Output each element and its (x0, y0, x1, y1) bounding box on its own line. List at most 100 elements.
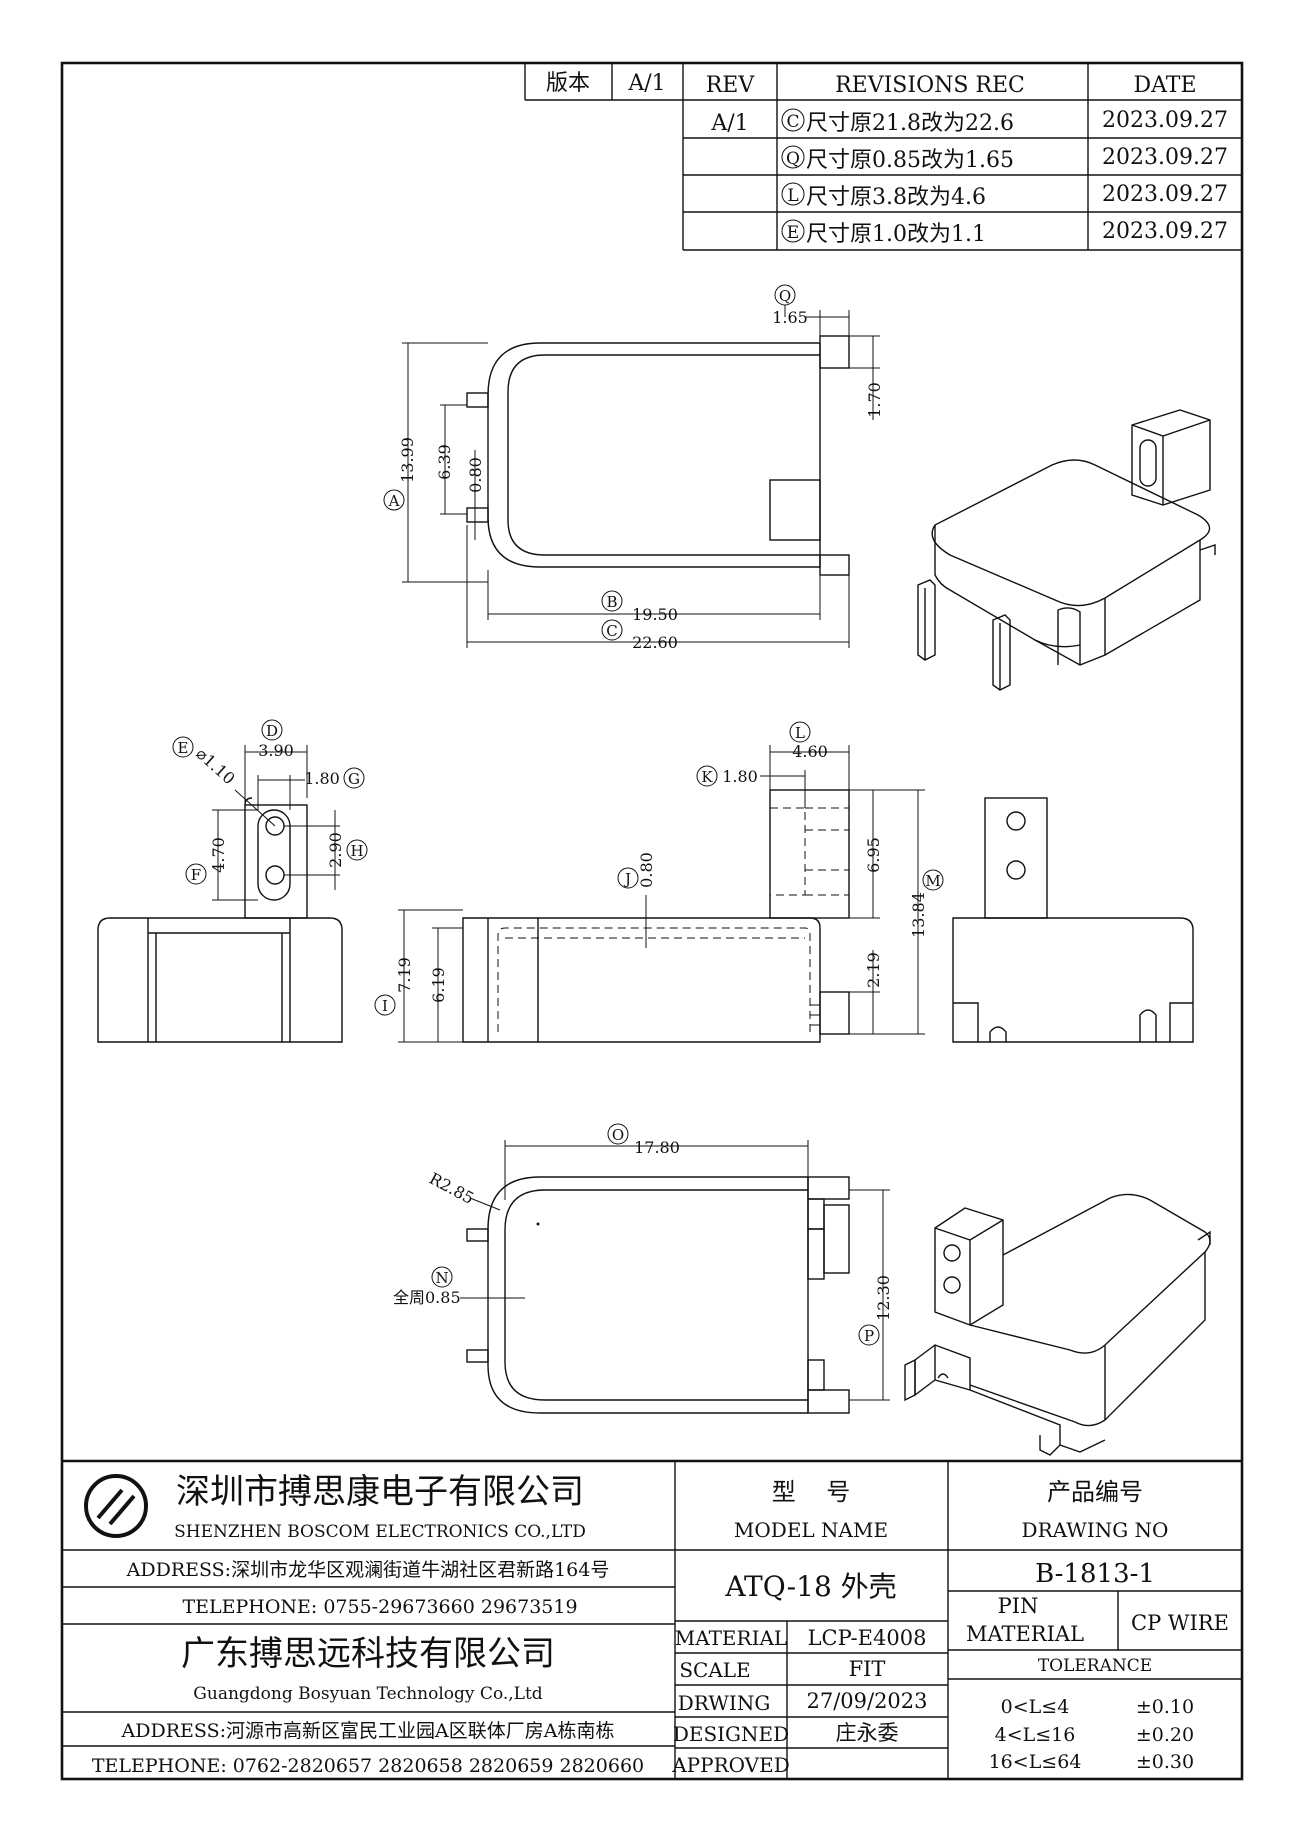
drawing-label-en: DRAWING NO (1022, 1518, 1169, 1542)
revision-date: 2023.09.27 (1102, 108, 1228, 133)
side-view-left: D 3.90 1.80 G E ⌀1.10 4.70 F 2.90 H (97, 719, 368, 1043)
revision-date: 2023.09.27 (1102, 219, 1228, 244)
dim-g-value: 1.80 (304, 769, 340, 788)
revision-row: Q 尺寸原0.85改为1.65 2023.09.27 (781, 145, 1228, 173)
dim-l-value: 4.60 (792, 742, 828, 761)
dim-c-mark: C (606, 622, 617, 640)
telephone-2: TELEPHONE: 0762-2820657 2820658 2820659 … (92, 1755, 644, 1777)
dim-695: 6.95 (864, 837, 883, 873)
dim-p-value: 12.30 (874, 1275, 893, 1321)
address-1: ADDRESS:深圳市龙华区观澜街道牛湖社区君新路164号 (126, 1559, 610, 1581)
dim-m-mark: M (925, 872, 940, 890)
dim-h-mark: H (350, 842, 363, 860)
dim-219: 2.19 (864, 952, 883, 988)
title-block: 深圳市搏思康电子有限公司 SHENZHEN BOSCOM ELECTRONICS… (62, 1459, 1242, 1779)
dim-p-mark: P (864, 1327, 874, 1345)
revision-row: E 尺寸原1.0改为1.1 2023.09.27 (781, 219, 1228, 247)
designed-value: 庄永委 (836, 1721, 899, 1745)
tolerance-range: 0<L≤4 (1001, 1696, 1070, 1718)
revision-text: 尺寸原1.0改为1.1 (806, 222, 986, 247)
tolerance-label: TOLERANCE (1038, 1656, 1152, 1676)
side-view-right (952, 797, 1194, 1043)
dim-f-value: 4.70 (209, 837, 228, 873)
pin-value: CP WIRE (1131, 1611, 1229, 1635)
dim-c-value: 22.60 (632, 633, 678, 652)
revision-table: 版本 A/1 REV REVISIONS REC DATE A/1 C 尺寸原2… (524, 63, 1242, 251)
isometric-view-top (917, 409, 1216, 691)
tolerance-value: ±0.30 (1136, 1751, 1194, 1773)
model-value: ATQ-18 外壳 (724, 1570, 896, 1603)
scale-label: SCALE (679, 1658, 750, 1682)
approved-label: APPROVED (671, 1753, 790, 1777)
model-label-cn: 型 号 (772, 1478, 851, 1506)
revision-text: 尺寸原3.8改为4.6 (806, 185, 986, 210)
dim-a-mark: A (388, 492, 400, 510)
dim-h-value: 2.90 (326, 832, 345, 868)
dim-q-mark: Q (779, 287, 791, 305)
material-label: MATERIAL (675, 1626, 787, 1650)
revision-mark: E (787, 223, 799, 243)
dim-o-mark: O (612, 1126, 624, 1144)
dim-170: 1.70 (865, 382, 884, 418)
top-view: Q 1.65 1.70 13.99 A 6.39 0.80 B 19.50 (383, 284, 884, 652)
bottom-view: O 17.80 R2.85 N 全周0.85 12.30 P (393, 1123, 893, 1414)
dim-g-mark: G (348, 770, 360, 788)
tolerance-value: ±0.20 (1136, 1724, 1194, 1746)
dim-k-mark: K (701, 768, 713, 786)
dim-619: 6.19 (429, 967, 448, 1003)
company2-name-en: Guangdong Bosyuan Technology Co.,Ltd (193, 1684, 543, 1704)
revision-row: C 尺寸原21.8改为22.6 2023.09.27 (781, 108, 1228, 136)
rev-header: REV (706, 73, 756, 98)
dim-o-value: 17.80 (634, 1138, 680, 1157)
rev-value: A/1 (710, 111, 748, 136)
dim-b-mark: B (606, 593, 617, 611)
dim-d-mark: D (266, 722, 278, 740)
dim-r-value: R2.85 (426, 1169, 477, 1208)
dim-n-mark: N (435, 1269, 448, 1287)
rec-header: REVISIONS REC (835, 73, 1025, 98)
dim-i-value: 7.19 (395, 957, 414, 993)
tolerance-value: ±0.10 (1136, 1696, 1194, 1718)
drawing-number: B-1813-1 (1035, 1559, 1155, 1589)
dim-e-mark: E (178, 739, 189, 757)
dim-q-value: 1.65 (772, 308, 808, 327)
date-header: DATE (1133, 73, 1196, 98)
front-view-middle: L 4.60 K 1.80 6.95 13.84 M J 0.80 2.19 (374, 721, 944, 1043)
material-value: LCP-E4008 (808, 1626, 927, 1650)
dim-f-mark: F (191, 866, 201, 884)
dim-m-value: 13.84 (909, 892, 928, 938)
pin-label-1: PIN (998, 1594, 1039, 1618)
revision-mark: L (787, 186, 798, 206)
designed-label: DESIGNED (673, 1722, 789, 1746)
sheet-border (60, 61, 1244, 1781)
dim-b-value: 19.50 (632, 605, 678, 624)
tolerance-range: 4<L≤16 (995, 1724, 1076, 1746)
version-label: 版本 (546, 71, 590, 96)
dim-d-value: 3.90 (258, 741, 294, 760)
drwing-value: 27/09/2023 (806, 1689, 927, 1713)
pin-label-2: MATERIAL (966, 1622, 1084, 1646)
telephone-1: TELEPHONE: 0755-29673660 29673519 (182, 1596, 577, 1618)
version-value: A/1 (627, 71, 665, 96)
revision-mark: Q (786, 149, 800, 169)
revision-date: 2023.09.27 (1102, 145, 1228, 170)
dim-639: 6.39 (435, 444, 454, 480)
address-2: ADDRESS:河源市高新区富民工业园A区联体厂房A栋南栋 (121, 1720, 615, 1742)
drawing-label-cn: 产品编号 (1047, 1478, 1143, 1506)
dim-j-value: 0.80 (637, 852, 656, 888)
dim-l-mark: L (795, 724, 805, 742)
dim-k-value: 1.80 (722, 767, 758, 786)
revision-text: 尺寸原21.8改为22.6 (806, 111, 1014, 136)
tolerance-range: 16<L≤64 (989, 1751, 1082, 1773)
model-label-en: MODEL NAME (734, 1518, 888, 1542)
dim-j-mark: J (623, 870, 631, 888)
company2-name-cn: 广东搏思远科技有限公司 (181, 1634, 555, 1674)
dim-a-value: 13.99 (398, 437, 417, 483)
dim-n-value: 全周0.85 (393, 1288, 461, 1307)
isometric-view-bottom (904, 1193, 1211, 1456)
company-logo (84, 1474, 148, 1538)
company-name-en: SHENZHEN BOSCOM ELECTRONICS CO.,LTD (174, 1522, 586, 1542)
drwing-label: DRWING (678, 1691, 771, 1715)
scale-value: FIT (849, 1657, 886, 1681)
